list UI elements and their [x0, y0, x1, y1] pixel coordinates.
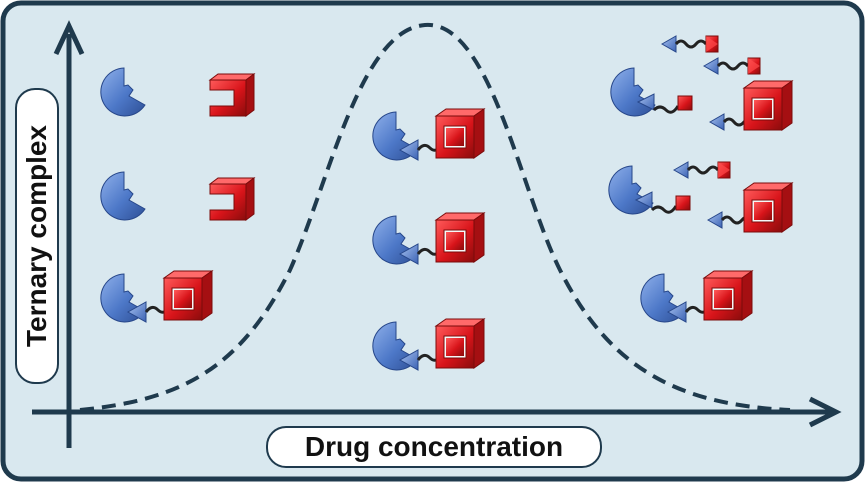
red-box: [743, 80, 793, 131]
bound-linker: [650, 205, 678, 214]
red-box: [743, 182, 793, 233]
bound-warhead: [675, 195, 691, 211]
high-concentration-group: [609, 34, 793, 322]
x-axis-label: Drug concentration: [266, 426, 602, 468]
y-axis-label-wrap: Ternary complex: [15, 88, 59, 384]
y-axis-label: Ternary complex: [15, 88, 59, 384]
x-axis-arrowhead: [808, 396, 842, 428]
y-axis-arrowhead: [53, 20, 85, 56]
bound-warhead: [677, 95, 693, 111]
bound-linker: [652, 105, 680, 114]
axes: [32, 20, 842, 448]
hook-effect-curve: [79, 22, 791, 412]
